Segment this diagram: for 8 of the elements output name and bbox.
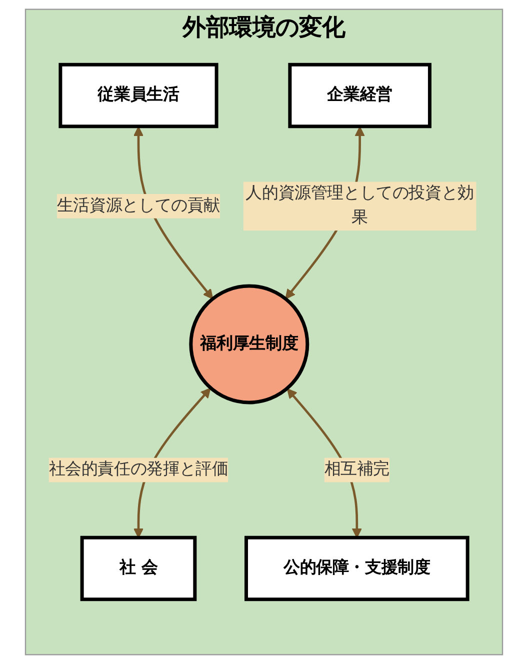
edge-label: 人的資源管理としての投資と効果: [246, 184, 474, 228]
node-box: 企業経営: [288, 62, 432, 128]
node-box: 社 会: [80, 536, 197, 602]
node-box: 従業員生活: [58, 62, 218, 128]
edge-label: 生活資源としての貢献: [56, 196, 220, 215]
edge-label: 社会的責任の発揮と評価: [48, 460, 228, 479]
edge-label: 相互補完: [324, 460, 390, 479]
node-box: 公的保障・支援制度: [244, 536, 470, 602]
